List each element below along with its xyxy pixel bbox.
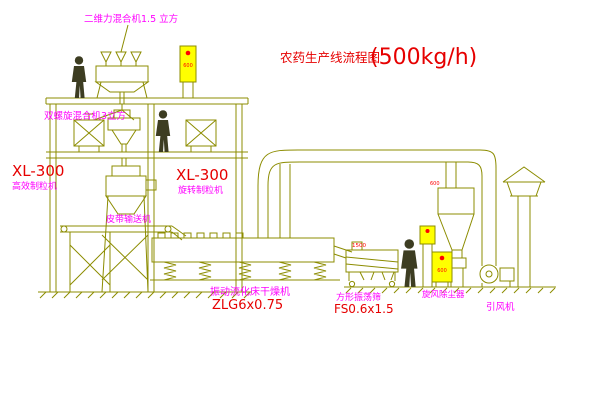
panel-b-indicator-icon xyxy=(439,255,445,261)
rotary-granulator-body xyxy=(185,119,217,147)
granulator-motor xyxy=(145,179,157,191)
diagram-capacity: (500kg/h) xyxy=(370,45,477,70)
sieve-feed-chute xyxy=(333,245,353,259)
panel-a-indicator-icon xyxy=(425,229,430,233)
exhaust-duct xyxy=(257,149,497,266)
label-dryer-model: ZLG6x0.75 xyxy=(212,298,283,313)
label-belt-conveyor: 皮带输送机 xyxy=(106,213,151,225)
fan-hub xyxy=(485,270,493,278)
granulator-feeder xyxy=(111,165,141,177)
dryer-top-vents xyxy=(157,232,244,238)
label-screw-mixer: 双螺旋混合机3立方 xyxy=(44,110,126,122)
induced-draft-fan xyxy=(479,264,515,287)
ground xyxy=(38,279,556,299)
stack-pipe xyxy=(510,195,538,287)
fan-housing xyxy=(479,264,499,284)
rotary-granulator-upper xyxy=(185,119,217,152)
screw-mixer-brace xyxy=(73,113,105,152)
granulator xyxy=(101,158,157,293)
worker-figure-sieve xyxy=(401,239,418,287)
label-dryer-name: 振动流化床干燥机 xyxy=(210,285,290,298)
control-panel-b-box xyxy=(431,251,453,283)
annotation-sieve-feed: 1500 xyxy=(352,243,366,249)
dryer-springs xyxy=(163,261,327,281)
mixer-3d-body xyxy=(95,65,149,83)
label-cyclone-name: 旋风除尘器 xyxy=(422,289,465,300)
granulator-body xyxy=(105,175,147,197)
panel-b-text: 600 xyxy=(437,268,447,274)
sieve-body xyxy=(345,249,399,273)
granulator-hopper xyxy=(105,195,147,215)
duct-stub-a xyxy=(257,186,269,238)
duct-stub-b xyxy=(279,164,291,238)
sieve-stand xyxy=(348,272,396,281)
cyclone-stand xyxy=(450,268,464,287)
mixer-3d-hoppers xyxy=(100,51,142,66)
label-sieve-name: 方形振荡筛 xyxy=(336,291,381,303)
ground-lines xyxy=(38,279,556,293)
panel-top-text: 600 xyxy=(183,63,193,69)
belt-conveyor xyxy=(60,225,187,292)
label-fan-name: 引风机 xyxy=(486,301,515,313)
fan-feet xyxy=(481,281,511,287)
diagram-title: 农药生产线流程图 xyxy=(280,50,380,65)
control-panel-top-box xyxy=(179,45,197,83)
fan-motor xyxy=(499,267,515,282)
duct-horizontal xyxy=(298,149,480,163)
cyclone-inlet-pipe xyxy=(445,162,457,188)
ground-hatching xyxy=(39,287,556,299)
control-panel-top-legs xyxy=(182,82,194,98)
label-granulator-left-name: 高效制粒机 xyxy=(12,180,57,192)
mixer-3d xyxy=(94,24,150,104)
label-sieve-model: FS0.6x1.5 xyxy=(334,302,394,316)
belt-conveyor-roller-left xyxy=(60,225,68,233)
belt-conveyor-frame xyxy=(60,225,172,233)
annotation-cyclone-dim: 600 xyxy=(430,181,440,187)
sieve-wheel-left xyxy=(348,280,356,288)
control-panel-top: 600 xyxy=(179,45,197,98)
mixer-3d-legs xyxy=(96,81,148,104)
duct-vertical-down xyxy=(481,168,497,266)
label-granulator-mid-name: 旋转制粒机 xyxy=(178,184,223,196)
label-top-mixer: 二维力混合机1.5 立方 xyxy=(84,13,178,25)
rotary-granulator-brace xyxy=(185,119,217,152)
cyclone-outlet xyxy=(451,250,463,258)
exhaust-stack xyxy=(502,166,546,287)
mixer-3d-taper xyxy=(94,81,150,93)
control-panel-b: 600 xyxy=(431,251,453,287)
label-granulator-mid-model: XL-300 xyxy=(176,166,228,184)
sieve-discharges xyxy=(359,271,395,281)
worker-figure-roof xyxy=(71,56,87,98)
granulator-inlet xyxy=(121,158,127,166)
sieve-screens xyxy=(345,256,399,270)
duct-elbow-a xyxy=(257,149,301,187)
control-panel-a xyxy=(419,225,436,287)
sieve-wheel-right xyxy=(388,280,396,288)
control-panel-a-legs xyxy=(422,244,433,287)
worker-figure-floor2 xyxy=(155,110,171,152)
panel-indicator-icon xyxy=(185,50,191,56)
screw-mixer xyxy=(73,113,105,152)
cone-mixer-cone xyxy=(111,129,137,152)
control-panel-a-box xyxy=(419,225,436,245)
dryer-body xyxy=(151,237,335,263)
duct-elbow-right xyxy=(467,149,497,177)
belt-conveyor-roller-right xyxy=(164,225,172,233)
control-panel-b-legs xyxy=(435,282,449,287)
cyclone-barrel xyxy=(437,187,475,215)
cyclone-cone xyxy=(437,213,475,251)
label-granulator-left-model: XL-300 xyxy=(12,162,64,180)
belt-conveyor-legs xyxy=(69,232,111,292)
cone-mixer xyxy=(107,109,141,152)
label-leader-line xyxy=(120,24,129,53)
granulator-stand xyxy=(101,195,149,293)
fluid-bed-dryer xyxy=(151,232,335,281)
square-sieve xyxy=(333,241,399,288)
building-slabs xyxy=(45,97,249,159)
building-columns xyxy=(49,104,243,292)
stack-cap xyxy=(502,166,546,197)
